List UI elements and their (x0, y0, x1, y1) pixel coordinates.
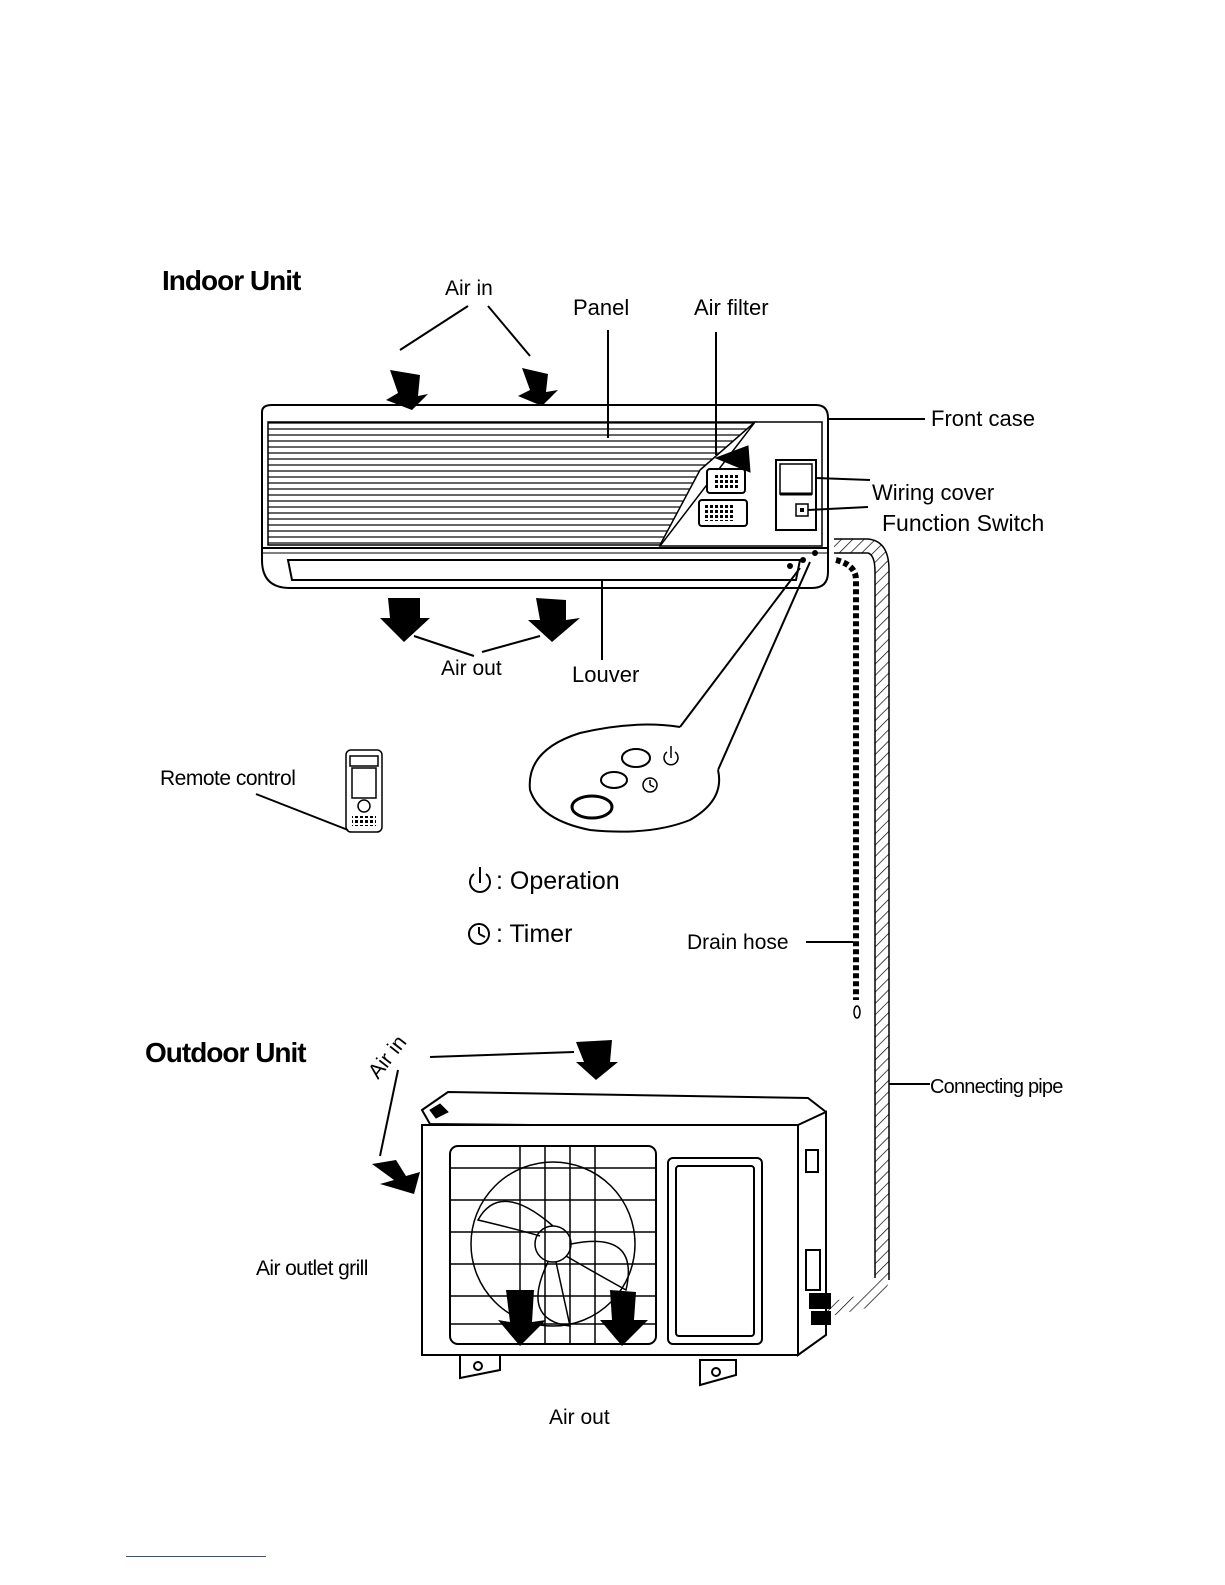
louver-label: Louver (572, 662, 639, 687)
outdoor-unit-title: Outdoor Unit (145, 1037, 306, 1068)
air-in-arrow-side (372, 1160, 420, 1194)
air-filter-label: Air filter (694, 295, 769, 320)
indoor-unit-title: Indoor Unit (162, 265, 301, 296)
panel-label: Panel (573, 295, 629, 320)
air-in-indoor-label: Air in (445, 277, 493, 300)
louver-shape (288, 560, 800, 580)
air-in-arrow-right (518, 368, 558, 406)
timer-icon (469, 924, 489, 944)
air-out-arrow-right (528, 598, 580, 642)
timer-legend: : Timer (496, 920, 572, 948)
wiring-cover-label: Wiring cover (872, 480, 994, 505)
page-underline-mark (126, 1556, 266, 1557)
control-panel-bubble (530, 725, 719, 832)
function-switch-label: Function Switch (882, 510, 1044, 536)
air-in-arrow-top (576, 1040, 618, 1080)
control-panel-callout (530, 562, 810, 832)
operation-legend: : Operation (496, 867, 620, 895)
remote-control-label: Remote control (160, 767, 295, 790)
legend-icons (469, 867, 490, 944)
air-outlet-grill-label: Air outlet grill (256, 1257, 368, 1280)
air-out-indoor-label: Air out (441, 657, 502, 680)
remote-control-illustration (256, 750, 382, 832)
connecting-pipe-label: Connecting pipe (930, 1076, 1063, 1098)
indoor-unit (262, 405, 828, 588)
power-icon (470, 867, 490, 892)
air-out-arrow-left (380, 598, 430, 642)
air-in-outdoor-label: Air in (364, 1031, 412, 1083)
front-case-label: Front case (931, 406, 1035, 431)
air-out-outdoor-label: Air out (549, 1406, 610, 1429)
drain-hose (836, 560, 856, 1000)
drain-hose-label: Drain hose (687, 931, 789, 954)
